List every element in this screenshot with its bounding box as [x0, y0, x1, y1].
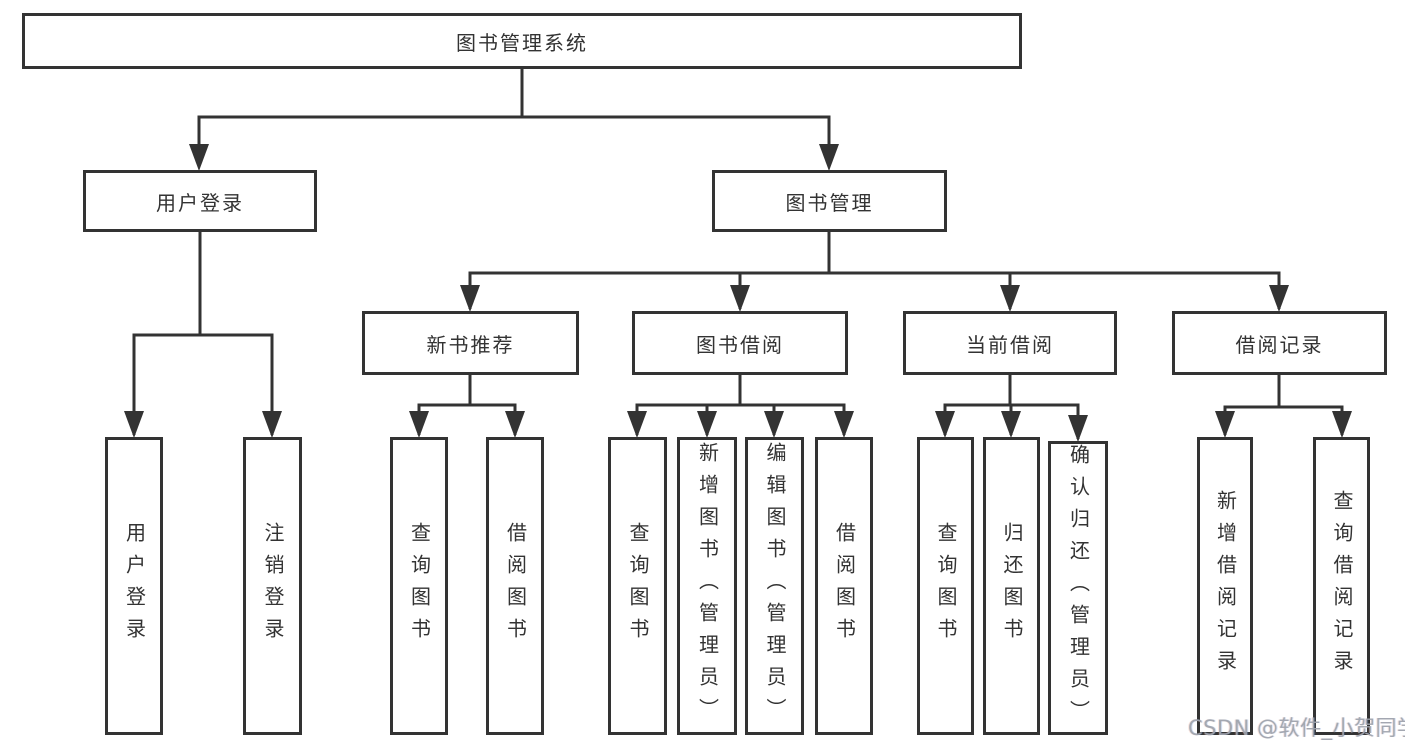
leaf-borrow-books-borrowing: 借阅图书: [815, 437, 873, 735]
node-library-management-system: 图书管理系统: [22, 13, 1022, 69]
leaf-query-books-borrowing: 查询图书: [608, 437, 667, 735]
leaf-label: 注销登录: [261, 522, 285, 650]
leaf-query-books-recommend: 查询图书: [390, 437, 448, 735]
connector-line: [132, 69, 1344, 439]
arrow-down-icon: [124, 144, 1352, 442]
leaf-edit-books-admin: 编辑图书（管理员）: [745, 437, 804, 735]
leaf-query-borrow-record: 查询借阅记录: [1313, 437, 1370, 735]
leaf-user-login: 用户登录: [105, 437, 163, 735]
node-borrowing-records: 借阅记录: [1172, 311, 1387, 375]
leaf-label: 编辑图书（管理员）: [763, 442, 787, 730]
leaf-borrow-books-recommend: 借阅图书: [486, 437, 544, 735]
node-user-login: 用户登录: [83, 170, 317, 232]
node-book-management: 图书管理: [712, 170, 947, 232]
leaf-query-books-current: 查询图书: [917, 437, 974, 735]
csdn-watermark: CSDN @软件_小贺同学: [1188, 716, 1405, 740]
node-book-borrowing: 图书借阅: [632, 311, 848, 375]
leaf-add-borrow-record: 新增借阅记录: [1197, 437, 1253, 735]
leaf-label: 查询图书: [934, 522, 958, 650]
leaf-logout: 注销登录: [243, 437, 302, 735]
leaf-label: 新增借阅记录: [1213, 490, 1238, 682]
leaf-confirm-return-admin: 确认归还（管理员）: [1048, 441, 1108, 735]
leaf-label: 借阅图书: [503, 522, 528, 650]
leaf-label: 查询图书: [407, 522, 432, 650]
node-new-book-recommend: 新书推荐: [362, 311, 579, 375]
leaf-label: 归还图书: [1000, 522, 1024, 650]
leaf-label: 借阅图书: [832, 522, 857, 650]
leaf-add-books-admin: 新增图书（管理员）: [677, 437, 737, 735]
leaf-label: 确认归还（管理员）: [1066, 444, 1091, 732]
leaf-label: 查询图书: [626, 522, 650, 650]
leaf-return-books: 归还图书: [983, 437, 1040, 735]
leaf-label: 新增图书（管理员）: [695, 442, 720, 730]
leaf-label: 查询借阅记录: [1330, 490, 1354, 682]
leaf-label: 用户登录: [122, 522, 147, 650]
node-current-borrowing: 当前借阅: [903, 311, 1117, 375]
